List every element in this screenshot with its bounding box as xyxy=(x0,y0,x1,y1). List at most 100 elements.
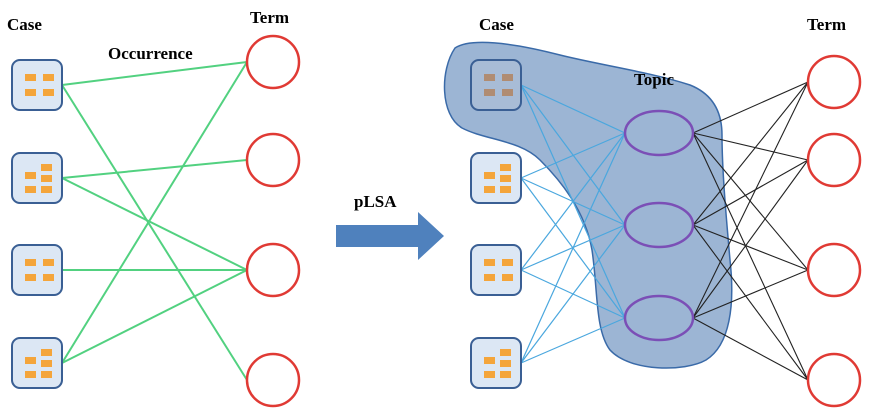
right-term-1 xyxy=(806,54,862,110)
highlighted-region xyxy=(443,41,733,369)
left-case-1 xyxy=(11,59,63,111)
topic-term-edge xyxy=(692,81,809,134)
left-term-nodes xyxy=(245,34,301,408)
plsa-arrow xyxy=(336,212,444,260)
case-square xyxy=(41,360,52,367)
case-square xyxy=(500,186,511,193)
topic-nodes xyxy=(623,109,695,342)
case-topic-edges xyxy=(520,84,626,364)
case-square xyxy=(484,172,495,179)
case-square xyxy=(484,357,495,364)
case-box xyxy=(470,152,522,204)
case-square xyxy=(500,349,511,356)
case-square xyxy=(502,74,513,81)
occurrence-edge xyxy=(61,177,248,271)
case-topic-edge xyxy=(520,132,626,364)
case-square xyxy=(484,89,495,96)
topic-term-edge xyxy=(692,159,809,226)
right-case-3 xyxy=(470,244,522,296)
left-term-4 xyxy=(245,352,301,408)
case-square xyxy=(484,74,495,81)
occurrence-edges xyxy=(61,61,248,381)
right-term-4 xyxy=(806,352,862,408)
topic-term-edge xyxy=(692,132,809,271)
case-square xyxy=(484,186,495,193)
occurrence-edge xyxy=(61,84,248,381)
topic-3 xyxy=(623,294,695,342)
case-square xyxy=(502,259,513,266)
case-box xyxy=(11,244,63,296)
right-term-header: Term xyxy=(807,15,846,34)
topic-header: Topic xyxy=(634,70,674,89)
case-box xyxy=(11,152,63,204)
left-term-1 xyxy=(245,34,301,90)
topic-term-edge xyxy=(692,132,809,381)
topic-term-edge xyxy=(692,224,809,381)
right-case-1 xyxy=(470,59,522,111)
case-topic-edge xyxy=(520,132,626,179)
case-square xyxy=(41,164,52,171)
right-term-nodes xyxy=(806,54,862,408)
case-square xyxy=(25,74,36,81)
topic-term-edge xyxy=(692,317,809,381)
left-case-header: Case xyxy=(7,15,42,34)
case-topic-edge xyxy=(520,84,626,134)
left-case-4 xyxy=(11,337,63,389)
case-square xyxy=(25,371,36,378)
occurrence-edge xyxy=(61,61,248,86)
left-case-3 xyxy=(11,244,63,296)
case-square xyxy=(41,349,52,356)
left-case-nodes xyxy=(11,59,63,389)
topic-term-edge xyxy=(692,269,809,319)
case-square xyxy=(500,175,511,182)
case-square xyxy=(43,274,54,281)
case-square xyxy=(25,259,36,266)
topic-term-edge xyxy=(692,224,809,271)
case-square xyxy=(25,186,36,193)
case-square xyxy=(500,360,511,367)
topic-term-edges xyxy=(692,81,809,381)
case-box xyxy=(11,337,63,389)
case-square xyxy=(500,371,511,378)
case-square xyxy=(25,274,36,281)
left-term-header: Term xyxy=(250,8,289,27)
case-square xyxy=(484,274,495,281)
case-square xyxy=(41,175,52,182)
case-square xyxy=(43,259,54,266)
case-square xyxy=(41,371,52,378)
occurrence-label: Occurrence xyxy=(108,44,193,63)
case-square xyxy=(502,89,513,96)
left-term-3 xyxy=(245,242,301,298)
topic-term-edge xyxy=(692,159,809,319)
case-square xyxy=(484,259,495,266)
topic-term-edge xyxy=(692,81,809,319)
case-topic-edge xyxy=(520,317,626,364)
right-term-3 xyxy=(806,242,862,298)
case-square xyxy=(25,357,36,364)
case-box xyxy=(470,244,522,296)
case-topic-edge xyxy=(520,224,626,364)
left-case-2 xyxy=(11,152,63,204)
case-square xyxy=(25,89,36,96)
case-square xyxy=(484,371,495,378)
topic-1 xyxy=(623,109,695,157)
topic-2 xyxy=(623,201,695,249)
right-term-2 xyxy=(806,132,862,188)
case-square xyxy=(502,274,513,281)
case-box xyxy=(470,337,522,389)
occurrence-edge xyxy=(61,159,248,179)
right-case-header: Case xyxy=(479,15,514,34)
case-topic-edge xyxy=(520,132,626,271)
case-square xyxy=(43,74,54,81)
case-square xyxy=(41,186,52,193)
case-square xyxy=(500,164,511,171)
topic-term-edge xyxy=(692,81,809,226)
case-box xyxy=(11,59,63,111)
right-case-2 xyxy=(470,152,522,204)
case-square xyxy=(43,89,54,96)
right-case-4 xyxy=(470,337,522,389)
case-square xyxy=(25,172,36,179)
right-case-nodes xyxy=(470,59,522,389)
